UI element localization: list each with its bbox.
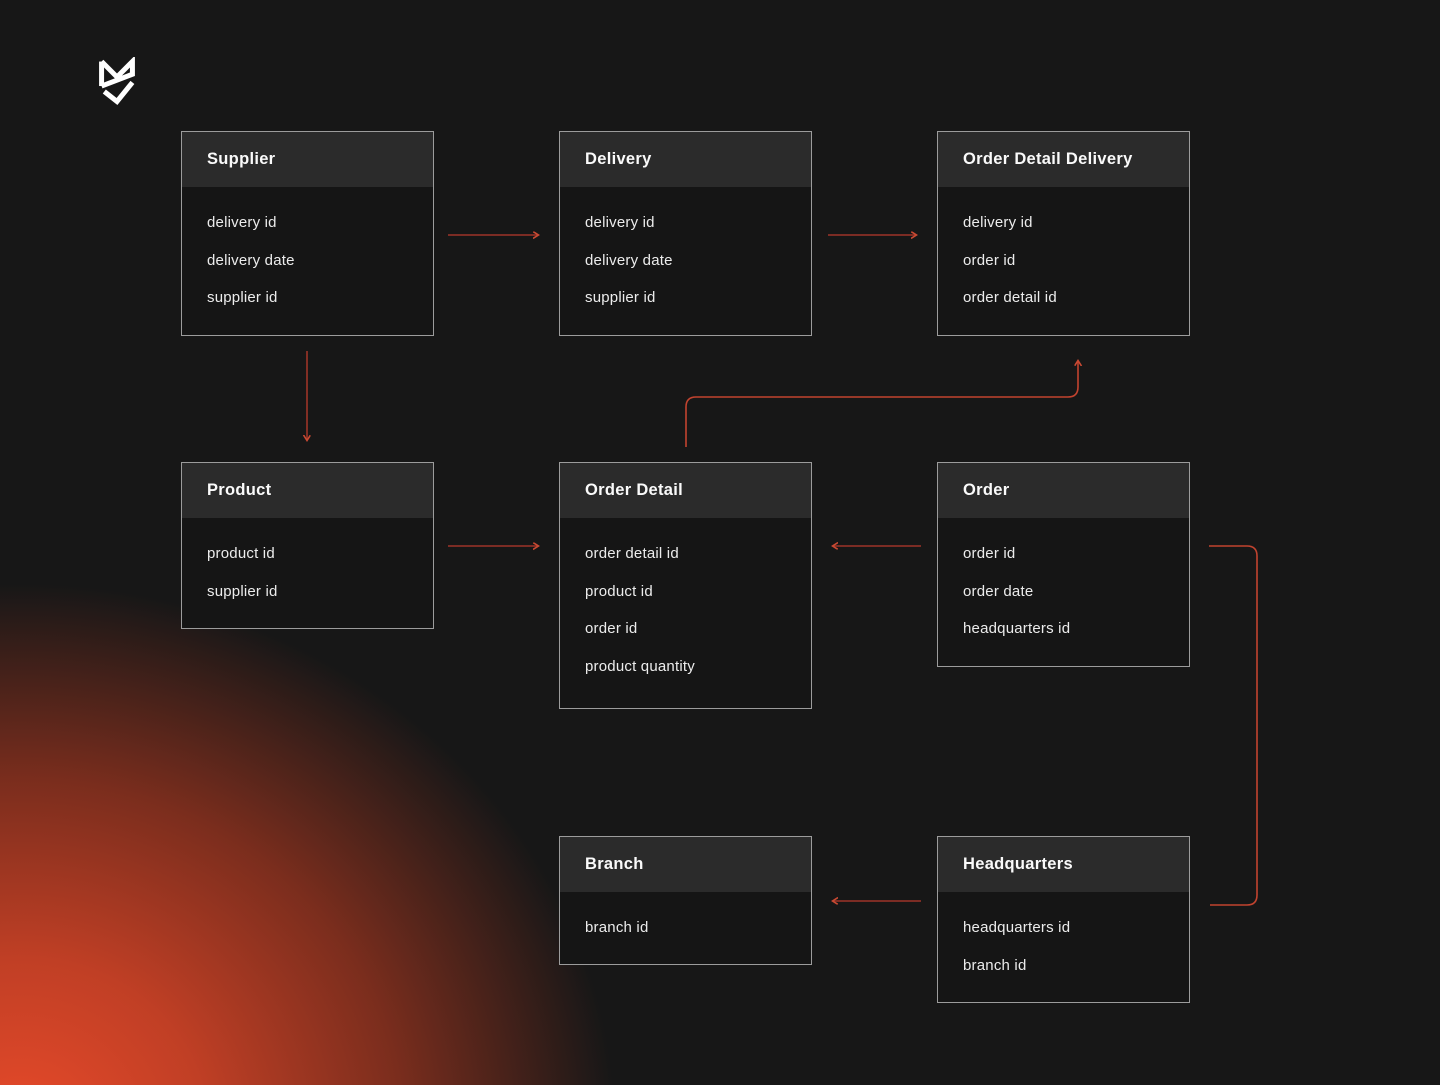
field: order id xyxy=(963,251,1016,269)
table-branch: Branch branch id xyxy=(559,836,812,965)
field: headquarters id xyxy=(963,620,1071,638)
line-order-to-headquarters xyxy=(1209,545,1258,906)
table-branch-header: Branch xyxy=(560,837,811,892)
field: order detail id xyxy=(585,545,679,563)
table-title: Product xyxy=(207,481,272,499)
field: order id xyxy=(963,545,1016,563)
field: delivery date xyxy=(207,251,295,269)
table-headquarters-header: Headquarters xyxy=(938,837,1189,892)
table-order-body: order id order date headquarters id xyxy=(938,518,1189,648)
table-title: Supplier xyxy=(207,150,276,168)
field: product id xyxy=(585,582,653,600)
arrow-order-detail-to-order-detail-delivery xyxy=(685,361,1078,447)
table-delivery-body: delivery id delivery date supplier id xyxy=(560,187,811,317)
table-title: Headquarters xyxy=(963,855,1073,873)
field: supplier id xyxy=(585,289,656,307)
ms-logo-icon xyxy=(99,57,135,105)
field: product id xyxy=(207,545,275,563)
table-title: Branch xyxy=(585,855,644,873)
field: headquarters id xyxy=(963,919,1071,937)
table-title: Order Detail xyxy=(585,481,684,499)
field: supplier id xyxy=(207,582,278,600)
table-supplier: Supplier delivery id delivery date suppl… xyxy=(181,131,434,336)
table-headquarters: Headquarters headquarters id branch id xyxy=(937,836,1190,1003)
table-title: Delivery xyxy=(585,150,652,168)
table-delivery: Delivery delivery id delivery date suppl… xyxy=(559,131,812,336)
table-order-header: Order xyxy=(938,463,1189,518)
table-delivery-header: Delivery xyxy=(560,132,811,187)
table-order-detail-header: Order Detail xyxy=(560,463,811,518)
table-order: Order order id order date headquarters i… xyxy=(937,462,1190,667)
field: supplier id xyxy=(207,289,278,307)
table-branch-body: branch id xyxy=(560,892,811,947)
table-supplier-header: Supplier xyxy=(182,132,433,187)
field: product quantity xyxy=(585,657,695,675)
table-order-detail-delivery-header: Order Detail Delivery xyxy=(938,132,1189,187)
field: branch id xyxy=(963,956,1027,974)
table-headquarters-body: headquarters id branch id xyxy=(938,892,1189,984)
table-title: Order xyxy=(963,481,1010,499)
field: order detail id xyxy=(963,289,1057,307)
field: delivery date xyxy=(585,251,673,269)
table-order-detail: Order Detail order detail id product id … xyxy=(559,462,812,709)
table-title: Order Detail Delivery xyxy=(963,150,1133,168)
table-product-header: Product xyxy=(182,463,433,518)
table-product-body: product id supplier id xyxy=(182,518,433,610)
field: order id xyxy=(585,620,638,638)
field: delivery id xyxy=(585,214,655,232)
table-order-detail-delivery-body: delivery id order id order detail id xyxy=(938,187,1189,317)
table-order-detail-body: order detail id product id order id prod… xyxy=(560,518,811,685)
table-order-detail-delivery: Order Detail Delivery delivery id order … xyxy=(937,131,1190,336)
field: delivery id xyxy=(963,214,1033,232)
field: branch id xyxy=(585,919,649,937)
table-product: Product product id supplier id xyxy=(181,462,434,629)
table-supplier-body: delivery id delivery date supplier id xyxy=(182,187,433,317)
field: delivery id xyxy=(207,214,277,232)
field: order date xyxy=(963,582,1034,600)
